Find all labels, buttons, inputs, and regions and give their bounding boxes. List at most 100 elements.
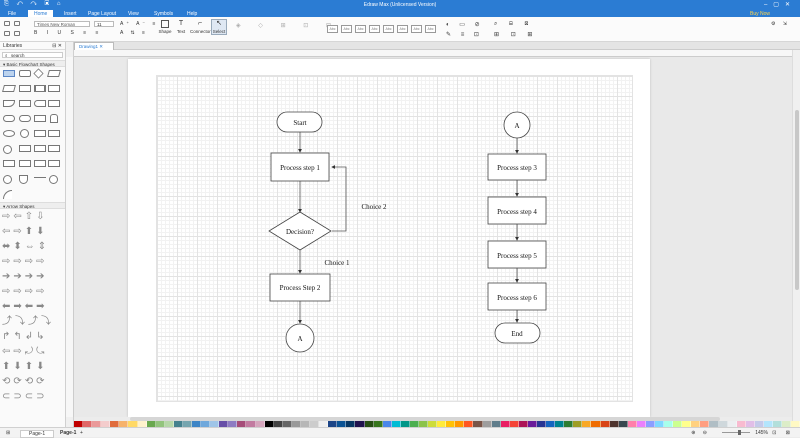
color-swatch[interactable] — [164, 421, 174, 427]
color-swatch[interactable] — [455, 421, 465, 427]
page-tab[interactable]: Page-1 — [60, 430, 77, 436]
shape-delay[interactable] — [34, 160, 46, 167]
style-swatch-6[interactable]: Abc — [397, 25, 408, 33]
color-swatch[interactable] — [409, 421, 419, 427]
color-swatch[interactable] — [137, 421, 147, 427]
node-step2[interactable] — [269, 273, 331, 302]
shape-extract[interactable] — [19, 160, 31, 167]
shape-magnetic-disk[interactable] — [48, 160, 60, 167]
zoom-slider[interactable] — [722, 430, 750, 435]
style-swatch-7[interactable]: Abc — [411, 25, 422, 33]
shape-display[interactable] — [19, 115, 31, 122]
style-swatch-8[interactable]: Abc — [425, 25, 436, 33]
color-swatch[interactable] — [645, 421, 655, 427]
text-format-icons[interactable]: B I U S ≡ ≡ — [34, 30, 103, 36]
color-swatch[interactable] — [437, 421, 447, 427]
font-size-select[interactable]: 11 — [94, 21, 114, 27]
text-size-icons[interactable]: A⁺ A⁻ ≡ — [120, 21, 159, 27]
node-step3[interactable] — [487, 153, 547, 181]
color-swatch[interactable] — [500, 421, 510, 427]
shape-manual-input[interactable] — [34, 115, 46, 122]
node-step6[interactable] — [487, 282, 547, 311]
color-swatch[interactable] — [219, 421, 229, 427]
shape-arc[interactable] — [3, 190, 12, 199]
color-swatch[interactable] — [428, 421, 438, 427]
style-swatch-2[interactable]: Abc — [341, 25, 352, 33]
shape-rectangle[interactable] — [3, 70, 15, 77]
shape-collate[interactable] — [34, 145, 46, 152]
style-swatch-3[interactable]: Abc — [355, 25, 366, 33]
color-swatch[interactable] — [591, 421, 601, 427]
color-swatch[interactable] — [618, 421, 628, 427]
layout-icons[interactable]: ⊞ ⊡ ⊞ — [494, 32, 538, 38]
shape-multi-document[interactable] — [19, 100, 31, 107]
shape-loop-limit[interactable] — [34, 130, 46, 137]
color-swatch[interactable] — [255, 421, 265, 427]
shape-preparation[interactable] — [48, 130, 60, 137]
menu-home[interactable]: Home — [28, 10, 54, 17]
color-swatch[interactable] — [210, 421, 220, 427]
color-swatch[interactable] — [527, 421, 537, 427]
canvas-area[interactable]: Start Process step 1 Decision? Process S… — [74, 57, 792, 417]
shape-connector[interactable] — [3, 145, 12, 154]
color-swatch[interactable] — [482, 421, 492, 427]
color-swatch[interactable] — [700, 421, 710, 427]
color-swatch[interactable] — [582, 421, 592, 427]
node-start[interactable] — [276, 111, 323, 133]
color-swatch[interactable] — [509, 421, 519, 427]
color-swatch[interactable] — [74, 421, 84, 427]
color-swatch[interactable] — [355, 421, 365, 427]
color-swatch[interactable] — [110, 421, 120, 427]
color-swatch[interactable] — [536, 421, 547, 427]
shape-or[interactable] — [49, 175, 58, 184]
color-swatch[interactable] — [745, 421, 755, 427]
node-step4[interactable] — [487, 196, 547, 225]
color-swatch[interactable] — [328, 421, 338, 427]
node-step1[interactable] — [270, 152, 330, 182]
color-swatch[interactable] — [273, 421, 283, 427]
color-swatch[interactable] — [155, 421, 165, 427]
shape-off-page-ref[interactable] — [19, 175, 28, 184]
text-color-icons[interactable]: A ⇅ ≡ — [120, 30, 148, 36]
color-swatch[interactable] — [237, 421, 247, 427]
color-swatch[interactable] — [727, 421, 737, 427]
color-swatch[interactable] — [555, 421, 565, 427]
cut-icon[interactable] — [4, 21, 10, 26]
arrange-icons[interactable]: ◈ ◇ ⊞ ⊡ ⊟ — [236, 23, 339, 29]
node-end[interactable] — [494, 322, 541, 344]
color-swatch[interactable] — [773, 421, 783, 427]
color-swatch[interactable] — [128, 421, 138, 427]
color-palette[interactable] — [74, 421, 800, 427]
scroll-thumb[interactable] — [795, 110, 799, 290]
color-swatch[interactable] — [101, 421, 111, 427]
fill-line-icons[interactable]: ◐ ▭ ⊘ — [446, 22, 484, 28]
color-swatch[interactable] — [464, 421, 474, 427]
view-mode-icons[interactable]: ⊕ ⊖ — [691, 430, 710, 436]
color-swatch[interactable] — [192, 421, 202, 427]
color-swatch[interactable] — [473, 421, 483, 427]
color-swatch[interactable] — [337, 421, 347, 427]
shape-process[interactable] — [19, 85, 31, 92]
color-swatch[interactable] — [718, 421, 728, 427]
shape-ellipse[interactable] — [3, 130, 15, 137]
color-swatch[interactable] — [373, 421, 383, 427]
node-connector-a[interactable] — [285, 323, 315, 353]
color-swatch[interactable] — [573, 421, 583, 427]
color-swatch[interactable] — [400, 421, 410, 427]
node-decision[interactable] — [268, 211, 332, 251]
color-swatch[interactable] — [673, 421, 683, 427]
horizontal-scrollbar[interactable] — [130, 417, 720, 421]
color-swatch[interactable] — [655, 421, 665, 427]
shape-sort[interactable] — [48, 145, 60, 152]
ribbon-options-icons[interactable]: ⚙ ⇲ — [770, 21, 790, 27]
node-step5[interactable] — [487, 240, 547, 269]
color-swatch[interactable] — [364, 421, 374, 427]
arrow-shapes-grid[interactable]: ⇨⇦⇧⇩⇦⇨⬆⬇⬌⬍⇔⇕⇨⇨⇨⇨➔➔➔➔⇨⇨⇨⇨⬅➡⬅➡⤴⤵⤴⤵↱↰↲↳⇦⇨⤾⤿… — [2, 211, 54, 402]
color-swatch[interactable] — [83, 421, 93, 427]
menu-page-layout[interactable]: Page Layout — [88, 11, 117, 17]
add-page-icon[interactable]: + — [80, 430, 83, 436]
color-swatch[interactable] — [491, 421, 501, 427]
color-swatch[interactable] — [264, 421, 274, 427]
document-tab[interactable]: Drawing1 ✕ — [74, 42, 114, 50]
